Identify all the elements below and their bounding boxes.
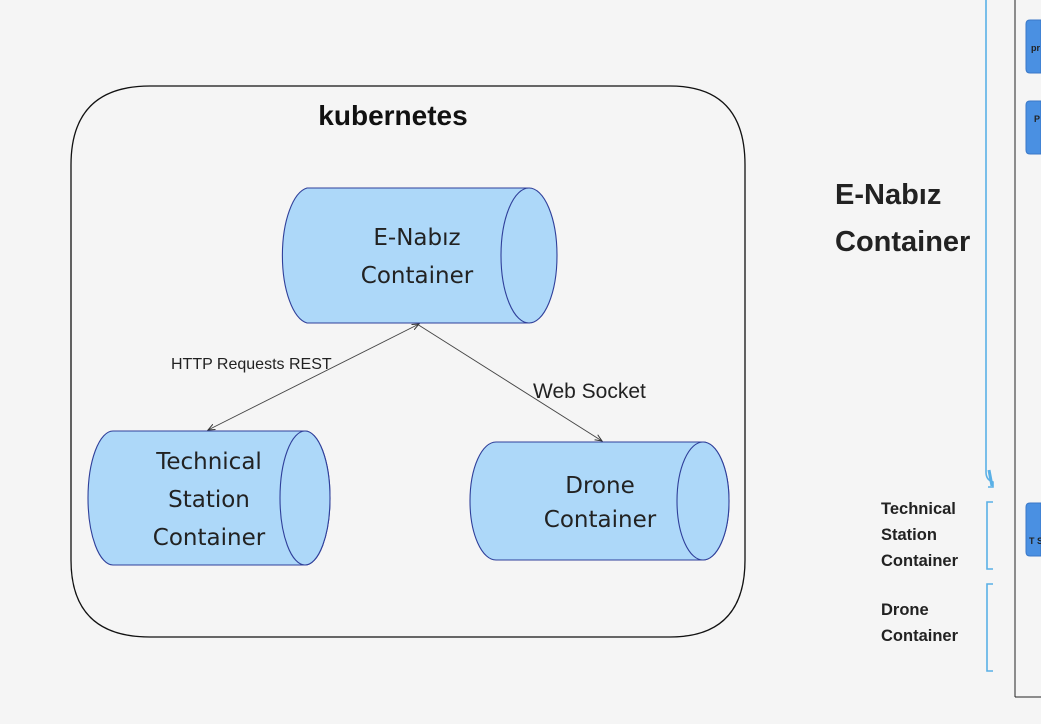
drone-container-node[interactable]: Drone Container: [469, 441, 730, 561]
side-heading-technical: Technical Station Container: [881, 500, 959, 570]
thumbnail-mid-label: T St: [1029, 536, 1041, 546]
enabiz-bracket[interactable]: [985, 0, 994, 488]
technical-label-line2: Station: [168, 487, 250, 513]
websocket-edge[interactable]: [416, 323, 602, 441]
kubernetes-boundary: [70, 85, 746, 638]
websocket-edge-label: Web Socket: [533, 380, 646, 403]
technical-station-container-node[interactable]: Technical Station Container: [87, 430, 331, 566]
http-edge[interactable]: [208, 324, 419, 430]
technical-label-line1: Technical: [155, 449, 262, 475]
drone-label-line1: Drone: [565, 473, 634, 499]
technical-bracket[interactable]: [986, 501, 993, 570]
thumbnail-top-2-label: P: [1034, 114, 1040, 124]
http-edge-label: HTTP Requests REST: [171, 356, 332, 373]
thumbnail-top-1-label: pr: [1031, 43, 1040, 53]
side-heading-drone: Drone Container: [881, 601, 959, 645]
drone-bracket[interactable]: [986, 583, 993, 672]
thumbnail-mid[interactable]: T St: [1025, 502, 1041, 557]
drone-label-line2: Container: [544, 507, 657, 533]
enabiz-label-line2: Container: [361, 263, 474, 289]
kubernetes-title: kubernetes: [318, 100, 467, 131]
thumbnail-top-2[interactable]: P: [1025, 100, 1041, 155]
side-heading-enabiz: E-Nabız Container: [835, 179, 971, 258]
enabiz-container-node[interactable]: E-Nabız Container: [281, 187, 558, 324]
thumbnail-top-1[interactable]: pr: [1025, 19, 1041, 74]
enabiz-label-line1: E-Nabız: [373, 225, 460, 251]
technical-label-line3: Container: [153, 525, 266, 551]
